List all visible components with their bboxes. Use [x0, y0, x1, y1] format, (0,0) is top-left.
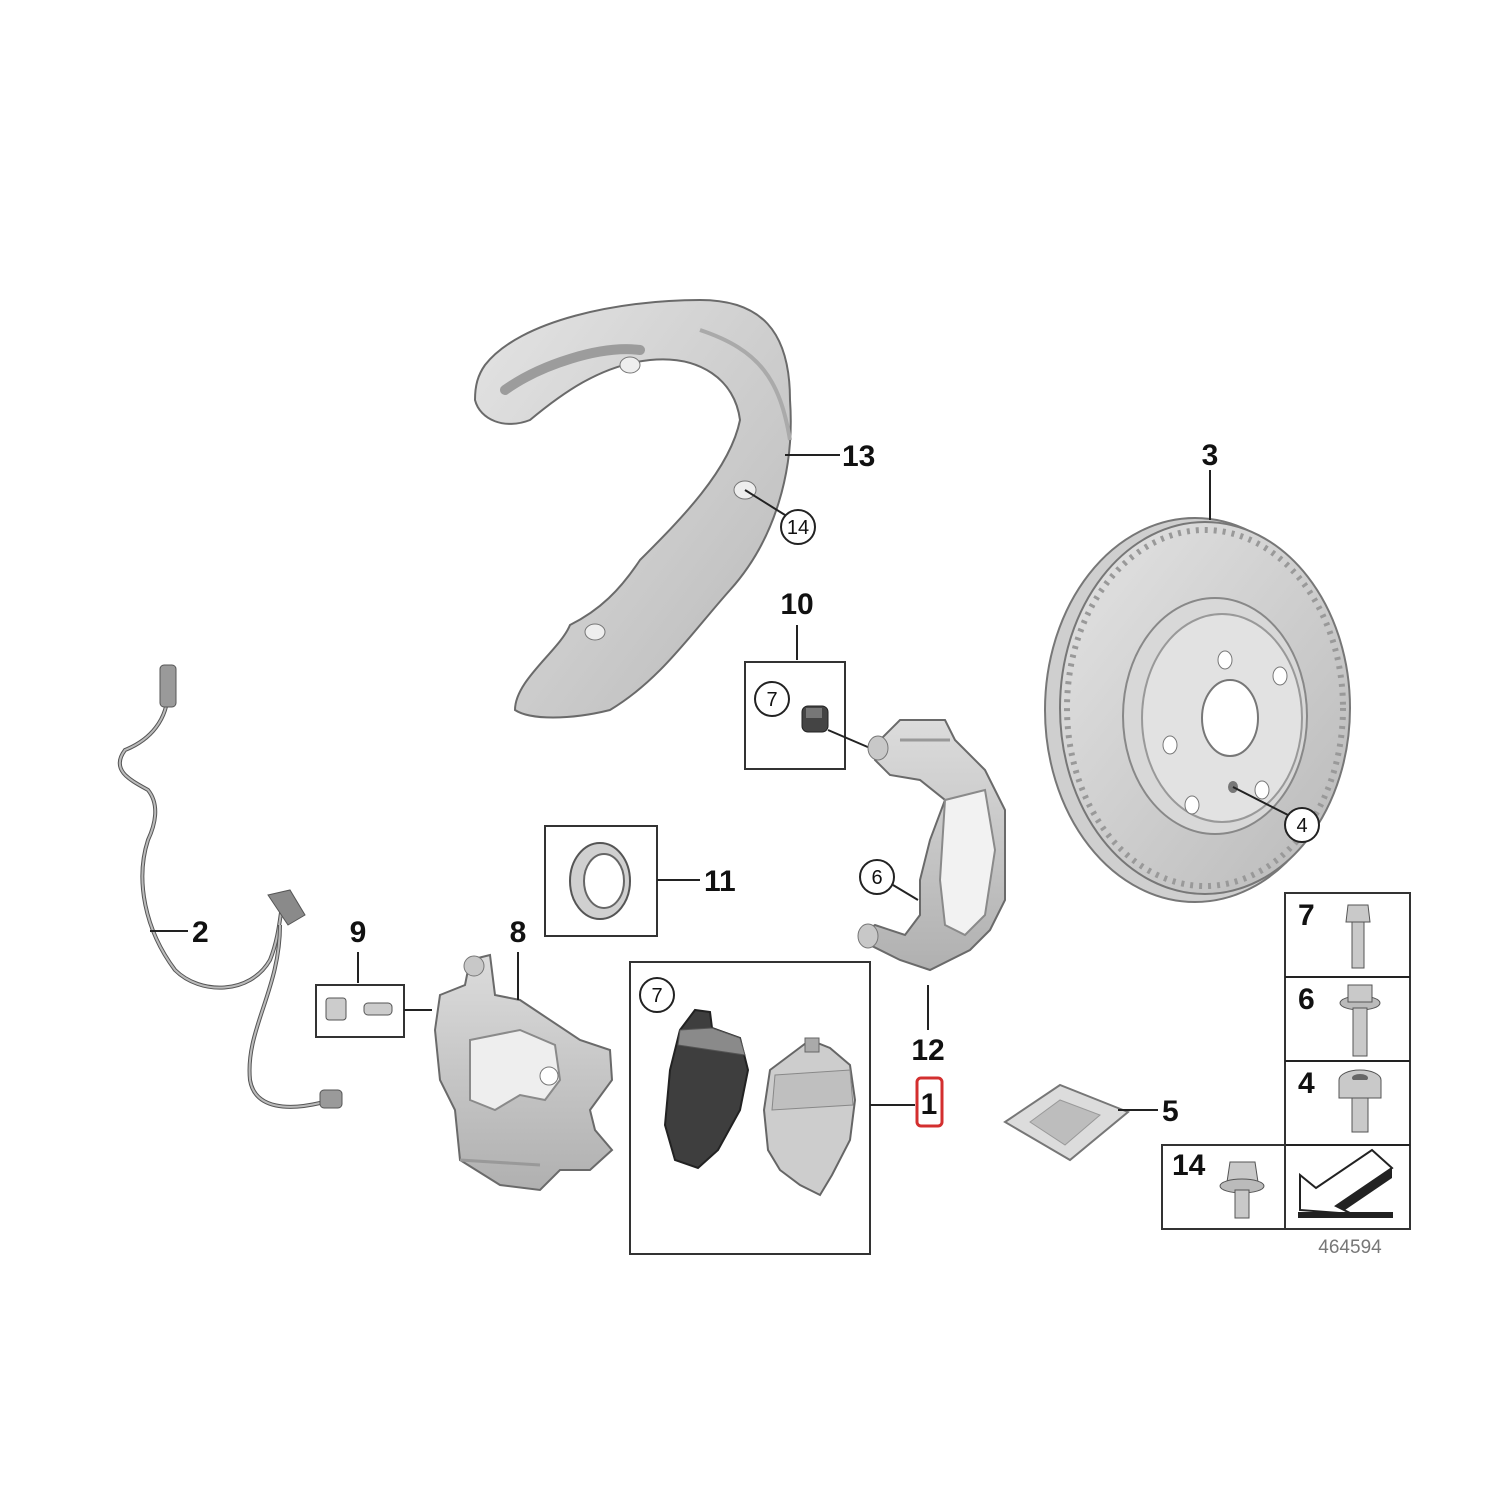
callout-14-label: 14 — [787, 517, 809, 539]
callout-14[interactable]: 14 — [744, 489, 816, 545]
callout-2-label: 2 — [192, 916, 209, 949]
callout-1-label: 1 — [921, 1088, 938, 1121]
dust-shield-part[interactable] — [473, 298, 792, 719]
callout-10[interactable]: 10 — [780, 588, 814, 660]
diagram-number: 464594 — [1318, 1237, 1382, 1258]
bolt-set-box — [744, 661, 846, 770]
bolt-icon — [1345, 904, 1371, 969]
callout-13[interactable]: 13 — [785, 440, 875, 473]
callout-9-label: 9 — [350, 916, 367, 949]
callout-4-label: 4 — [1296, 815, 1307, 837]
callout-5[interactable]: 5 — [1118, 1095, 1179, 1128]
callout-12-label: 12 — [911, 1034, 944, 1067]
brake-caliper-part[interactable] — [433, 953, 614, 1192]
bleeder-valve-part[interactable] — [325, 997, 432, 1021]
fastener-table: 7 6 4 14 — [1161, 892, 1411, 1230]
callout-8[interactable]: 8 — [510, 916, 527, 1000]
fastener-row-14-label: 14 — [1172, 1149, 1206, 1182]
fastener-row-7-label: 7 — [1298, 899, 1315, 932]
fastener-row-14[interactable]: 14 — [1172, 1149, 1265, 1219]
highlight-box — [915, 1076, 944, 1128]
callout-7-pad-set-label: 7 — [651, 985, 662, 1007]
callout-9[interactable]: 9 — [350, 916, 367, 983]
callout-7-bolt-set[interactable]: 7 — [754, 681, 790, 717]
callout-10-label: 10 — [780, 588, 813, 621]
collar-bolt-icon — [1219, 1161, 1265, 1219]
callout-6-label: 6 — [871, 867, 882, 889]
callout-8-label: 8 — [510, 916, 527, 949]
assembly-paste-part[interactable] — [1003, 1083, 1130, 1162]
brake-pad-inner-part[interactable] — [663, 1008, 750, 1170]
callout-13-label: 13 — [842, 440, 875, 473]
callout-3-label: 3 — [1202, 439, 1219, 472]
brake-pad-outer-part[interactable] — [762, 1037, 857, 1197]
wear-sensor-part[interactable] — [117, 664, 343, 1109]
callout-12[interactable]: 12 — [911, 985, 945, 1067]
callout-5-label: 5 — [1162, 1095, 1179, 1128]
seal-ring-part[interactable] — [569, 842, 631, 920]
callout-3[interactable]: 3 — [1202, 439, 1219, 520]
callout-6[interactable]: 6 — [859, 859, 919, 901]
callout-2[interactable]: 2 — [150, 916, 209, 949]
fastener-row-6-label: 6 — [1298, 983, 1315, 1016]
fastener-row-4-label: 4 — [1298, 1067, 1315, 1100]
carrier-bolt-part[interactable] — [801, 705, 871, 749]
caliper-carrier-part[interactable] — [857, 719, 1006, 972]
flange-bolt-icon — [1339, 984, 1381, 1057]
callout-7-pad-set[interactable]: 7 — [639, 977, 675, 1013]
hex-socket-bolt-icon — [1338, 1069, 1382, 1133]
callout-11[interactable]: 11 — [657, 865, 736, 898]
callout-7-bolt-set-label: 7 — [766, 689, 777, 711]
brake-disc-part[interactable] — [1044, 517, 1351, 903]
brake-pad-box — [629, 961, 871, 1255]
callout-1[interactable]: 1 — [870, 1076, 944, 1128]
fastener-row-4[interactable]: 4 — [1298, 1067, 1382, 1133]
fastener-row-7[interactable]: 7 — [1298, 899, 1371, 969]
callout-11-label: 11 — [704, 865, 736, 898]
fastener-row-6[interactable]: 6 — [1298, 983, 1381, 1057]
direction-arrow-icon — [1298, 1148, 1394, 1218]
callout-4[interactable]: 4 — [1232, 786, 1320, 843]
